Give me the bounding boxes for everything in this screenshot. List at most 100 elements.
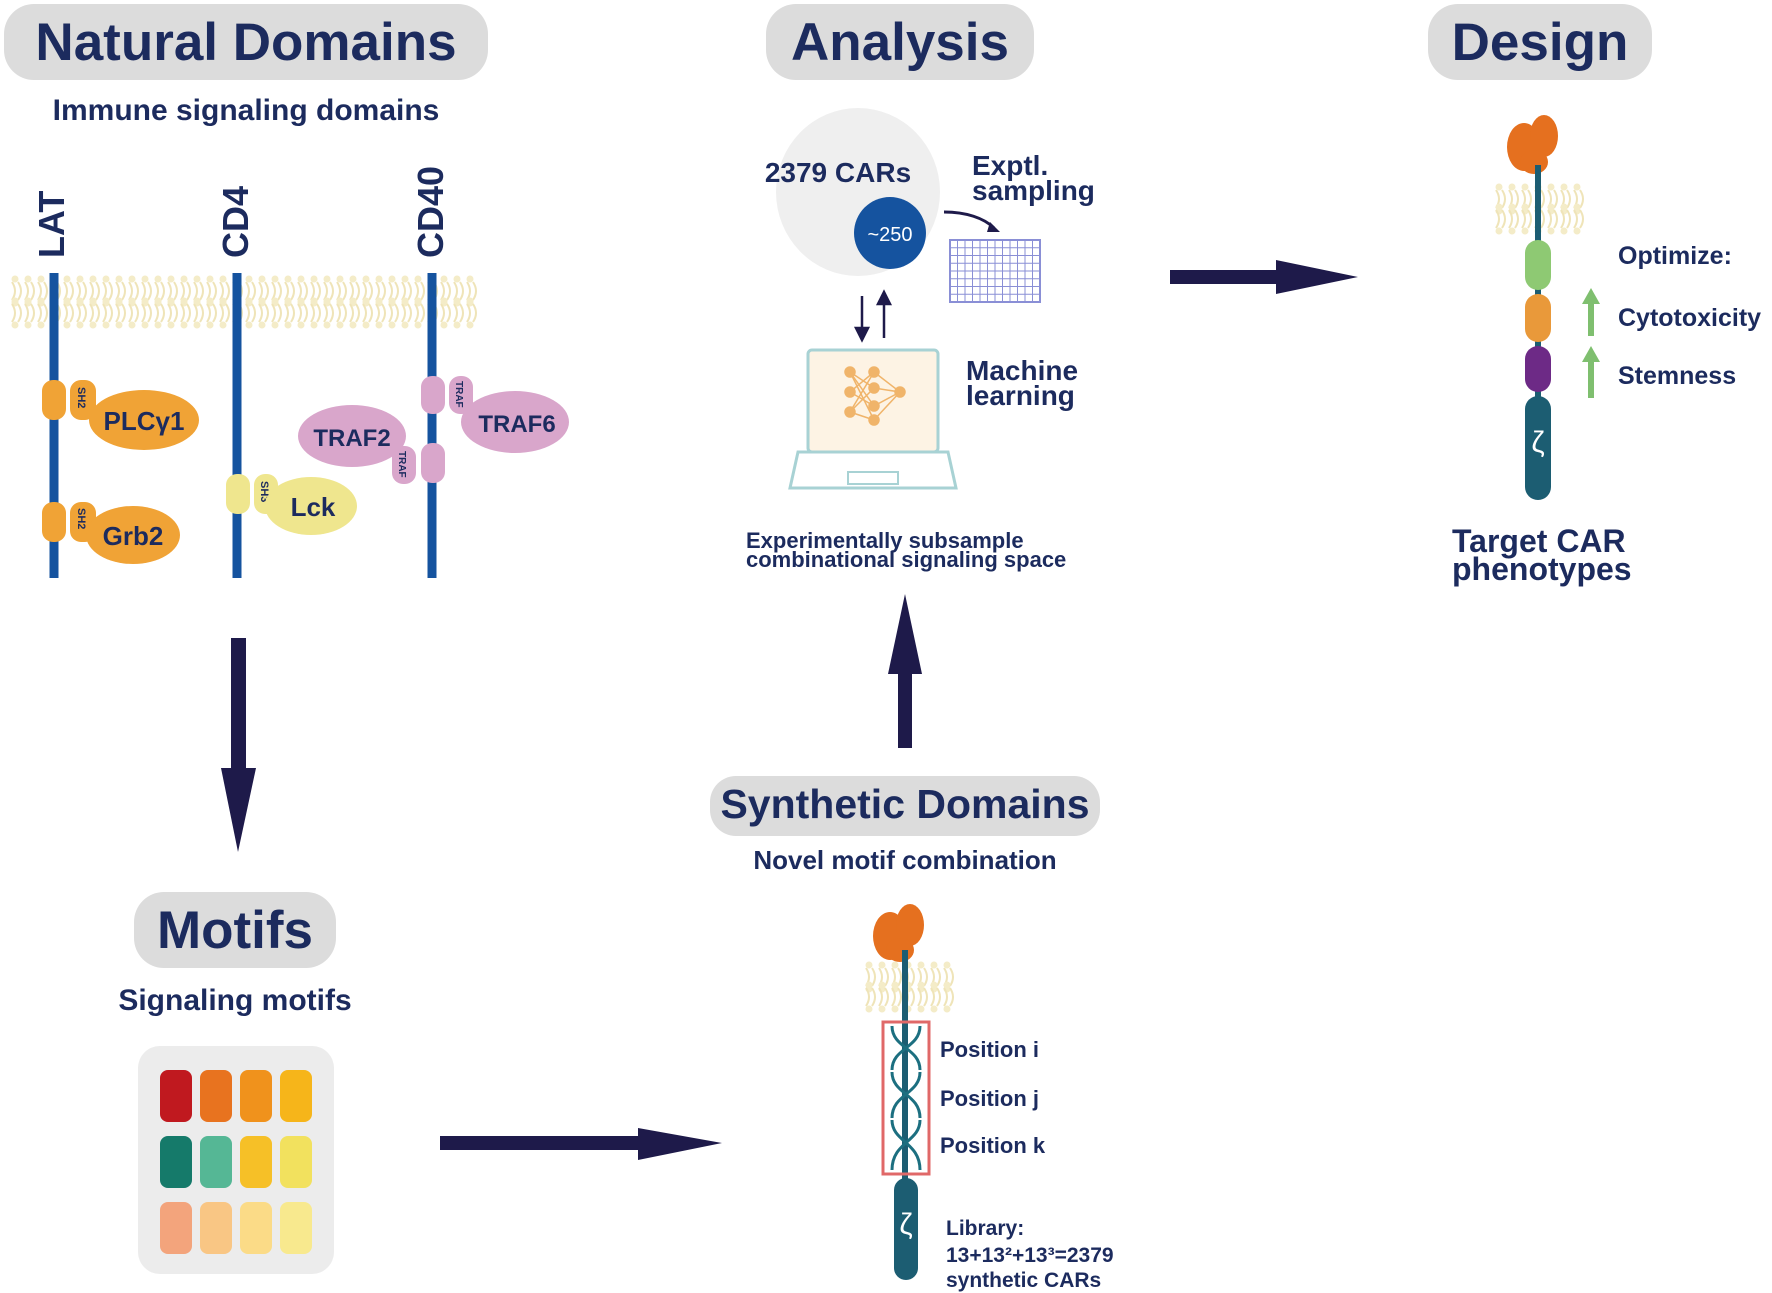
membrane-lipid xyxy=(88,296,100,330)
design-header: Design xyxy=(1428,4,1652,80)
traf6-protein xyxy=(461,391,569,453)
synthetic-membrane xyxy=(864,960,954,1014)
membrane-lipid xyxy=(114,296,126,330)
motifs-subtitle: Signaling motifs xyxy=(118,984,351,1017)
library-formula: 13+13²+13³=2379 xyxy=(946,1244,1114,1267)
membrane-lipid xyxy=(270,296,282,330)
membrane-lipid xyxy=(75,296,87,330)
membrane-lipid xyxy=(166,296,178,330)
sample-badge xyxy=(854,197,926,269)
plcg1-protein xyxy=(89,390,199,450)
target-label-line2: phenotypes xyxy=(1452,551,1632,587)
arrow-right-to-design xyxy=(1170,260,1358,294)
library-count-label: synthetic CARs xyxy=(946,1269,1101,1292)
analysis-caption-line2: combinational signaling space xyxy=(746,547,1066,572)
cd40-label: CD40 xyxy=(410,166,451,258)
lat-motif-2 xyxy=(42,502,66,542)
lat-column: LAT SH2 PLCγ1 SH2 Grb2 xyxy=(31,191,199,578)
sh2-label-1: SH2 xyxy=(75,387,87,408)
traf-label-left: TRAF xyxy=(396,451,407,478)
design-car-construct: ζ xyxy=(1494,115,1584,500)
membrane-lipid xyxy=(10,296,22,330)
natural-domains-subtitle: Immune signaling domains xyxy=(53,94,440,127)
membrane-lipid xyxy=(890,980,902,1014)
membrane-lipid xyxy=(1494,202,1506,236)
ml-label-line2: learning xyxy=(966,380,1075,411)
laptop-icon xyxy=(788,348,958,490)
membrane-lipid xyxy=(218,296,230,330)
motif-tile xyxy=(280,1136,312,1188)
synthetic-antigen-binder xyxy=(873,904,924,962)
membrane-lipid xyxy=(1546,202,1558,236)
analysis-header: Analysis xyxy=(766,4,1034,80)
lck-protein xyxy=(265,477,357,535)
analysis-title: Analysis xyxy=(791,13,1009,72)
traf-domain-right xyxy=(449,376,473,414)
motif-tile xyxy=(240,1070,272,1122)
membrane-lipid xyxy=(929,980,941,1014)
lat-label: LAT xyxy=(31,191,72,258)
traf-domain-left xyxy=(392,446,416,484)
arrow-right-to-synthetic xyxy=(440,1128,722,1160)
membrane-lipid xyxy=(1559,202,1571,236)
traf2-label: TRAF2 xyxy=(313,425,390,452)
membrane-lipid xyxy=(1520,202,1532,236)
traf-label-right: TRAF xyxy=(453,381,464,408)
membrane-lipid xyxy=(309,296,321,330)
sampling-label-line1: Exptl. xyxy=(972,150,1048,181)
design-zeta-symbol: ζ xyxy=(1531,426,1544,459)
sample-badge-label: ~250 xyxy=(867,224,912,246)
sh2-label-2: SH2 xyxy=(75,508,87,529)
design-antigen-binder xyxy=(1507,115,1558,174)
synthetic-cd3z-domain xyxy=(894,1178,918,1280)
membrane-lipid xyxy=(942,980,954,1014)
design-orange-domain xyxy=(1525,294,1551,342)
membrane-lipid xyxy=(283,296,295,330)
feedback-arrows xyxy=(853,289,893,343)
membrane-lipid xyxy=(877,980,889,1014)
membrane-lipid xyxy=(916,980,928,1014)
sampling-pointer xyxy=(943,210,996,230)
ml-label-line1: Machine xyxy=(966,355,1078,386)
arrow-up-to-analysis xyxy=(888,594,922,748)
motif-tile xyxy=(280,1070,312,1122)
design-cd3z-domain xyxy=(1525,396,1551,500)
cytotoxicity-label: Cytotoxicity xyxy=(1618,304,1761,332)
membrane-lipid xyxy=(296,296,308,330)
neural-network-icon xyxy=(844,366,906,426)
membrane-lipid xyxy=(192,296,204,330)
membrane-lipid xyxy=(465,296,477,330)
position-i-label: Position i xyxy=(940,1037,1039,1062)
cytotoxicity-up-arrow xyxy=(1582,288,1600,336)
cd40-motif-1 xyxy=(421,376,445,414)
target-label-line1: Target CAR xyxy=(1452,523,1626,559)
synthetic-motif-box xyxy=(881,1020,931,1176)
lck-label: Lck xyxy=(291,492,336,522)
motif-tile xyxy=(240,1202,272,1254)
membrane-lipid xyxy=(36,296,48,330)
membrane-lipid xyxy=(1572,202,1584,236)
cd40-column: CD40 TRAF TRAF6 TRAF TRAF2 xyxy=(298,166,569,578)
synthetic-zeta-symbol: ζ xyxy=(899,1208,912,1241)
cars-count-label: 2379 CARs xyxy=(765,157,911,188)
synthetic-domains-title: Synthetic Domains xyxy=(720,781,1089,827)
design-purple-domain xyxy=(1525,346,1551,392)
lat-motif-1 xyxy=(42,380,66,420)
membrane-lipid xyxy=(140,296,152,330)
sh3-label: SH3 xyxy=(258,481,270,502)
membrane-lipid xyxy=(361,296,373,330)
synthetic-car-construct: ζ xyxy=(864,904,954,1280)
motif-tile xyxy=(200,1070,232,1122)
motif-tile xyxy=(240,1136,272,1188)
motif-tile xyxy=(160,1136,192,1188)
synthetic-motif-chain xyxy=(890,1025,922,1171)
stemness-up-arrow xyxy=(1582,346,1600,398)
synthetic-domains-header: Synthetic Domains xyxy=(710,776,1100,836)
motifs-header: Motifs xyxy=(134,892,336,968)
membrane-lipid xyxy=(244,296,256,330)
cd4-motif xyxy=(226,474,250,514)
membrane-lipid xyxy=(439,296,451,330)
traf6-label: TRAF6 xyxy=(478,411,555,438)
motif-grid xyxy=(160,1070,312,1254)
